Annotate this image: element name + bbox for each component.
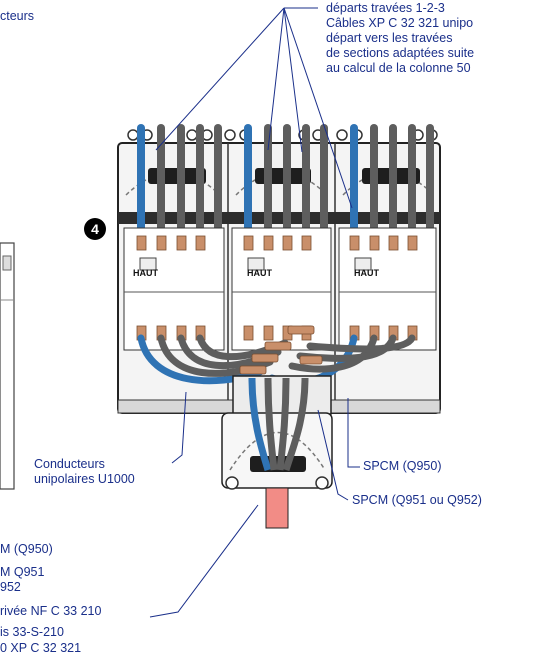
haut-label-2: HAUT [247,268,272,278]
label-departs-2: Câbles XP C 32 321 unipo [326,16,474,30]
haut-label-1: HAUT [133,268,158,278]
label-left-2: M Q951 [0,565,45,579]
copper-splices [239,325,323,375]
step-number: 4 [91,221,99,237]
label-top-left-fragment: cteurs [0,9,35,23]
label-left-3: 952 [0,580,21,594]
haut-label-3: HAUT [354,268,379,278]
label-left-5: is 33-S-210 [0,625,64,639]
main-incoming-cable [265,487,289,529]
label-conducteurs-2: unipolaires U1000 [34,472,135,486]
label-spcm-q950: SPCM (Q950) [363,459,442,473]
bottom-gland-box [221,375,333,490]
label-left-4: rivée NF C 33 210 [0,604,102,618]
label-departs-3: départ vers les travées [326,31,453,45]
leader-lines [149,7,360,618]
label-left-1: M (Q950) [0,542,53,556]
left-partial-frame [0,242,15,490]
label-left-6: 0 XP C 32 321 [0,641,82,655]
label-departs-5: au calcul de la colonne 50 [326,61,471,75]
label-conducteurs-1: Conducteurs [34,457,105,471]
label-departs-1: départs travées 1-2-3 [326,1,445,15]
step-badge [84,218,106,240]
label-departs-4: de sections adaptées suite [326,46,475,60]
copper-connectors [136,235,418,341]
label-spcm-q951: SPCM (Q951 ou Q952) [352,493,482,507]
